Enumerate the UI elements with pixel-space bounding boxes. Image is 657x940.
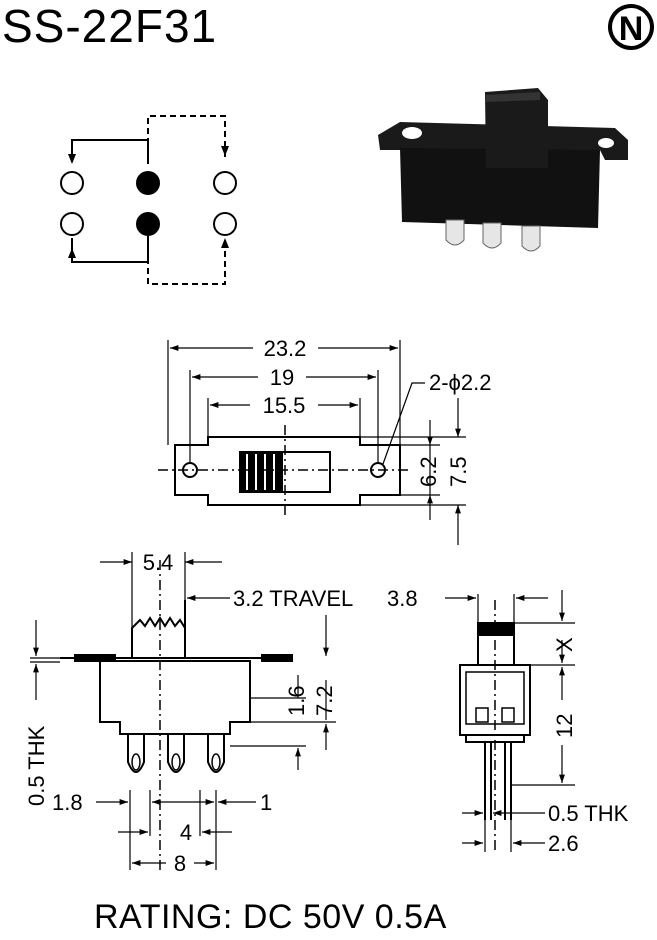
dim-body-height: 7.2 [312, 685, 337, 716]
product-photo [378, 88, 628, 252]
dim-pin: 2.6 [548, 831, 579, 856]
dim-overall-length: 23.2 [264, 336, 307, 361]
rating-label: RATING: DC 50V 0.5A [94, 898, 447, 936]
dim-flange-height: 1.6 [284, 685, 309, 716]
svg-text:N: N [619, 10, 644, 48]
part-number-title: SS-22F31 [2, 0, 218, 52]
top-view-drawing [158, 340, 466, 545]
dim-actuator-height: 3.8 [387, 586, 418, 611]
top-view-labels: 23.2 19 15.5 2-ϕ2.2 6.2 7.5 [263, 336, 492, 487]
contact-schematic [60, 115, 237, 285]
side-view-labels: 3.8 X 12 0.5 THK 2.6 [387, 586, 629, 856]
brand-logo: N [608, 4, 654, 50]
dim-width-outer: 7.5 [446, 456, 471, 487]
side-view-drawing [445, 590, 575, 852]
dim-edge-right: 1 [260, 790, 272, 815]
dim-front-thickness: 0.5 THK [24, 725, 49, 806]
dim-hole-diameter: 2-ϕ2.2 [429, 370, 491, 395]
dim-edge-left: 1.8 [52, 790, 83, 815]
dim-side-thickness: 0.5 THK [548, 801, 629, 826]
dim-side-total: 12 [552, 714, 577, 738]
dim-actuator-width: 5.4 [143, 550, 174, 575]
dim-hole-spacing: 19 [270, 365, 294, 390]
dim-body-length: 15.5 [263, 393, 306, 418]
dim-x: X [552, 637, 577, 652]
dim-pitch: 4 [180, 820, 192, 845]
front-view-drawing [30, 552, 336, 870]
dim-span: 8 [174, 851, 186, 876]
dim-width-inner: 6.2 [416, 456, 441, 487]
front-view-labels: 5.4 3.2 TRAVEL 0.5 THK 1.6 7.2 1.8 1 4 8 [24, 550, 353, 876]
dim-travel: 3.2 TRAVEL [233, 586, 353, 611]
